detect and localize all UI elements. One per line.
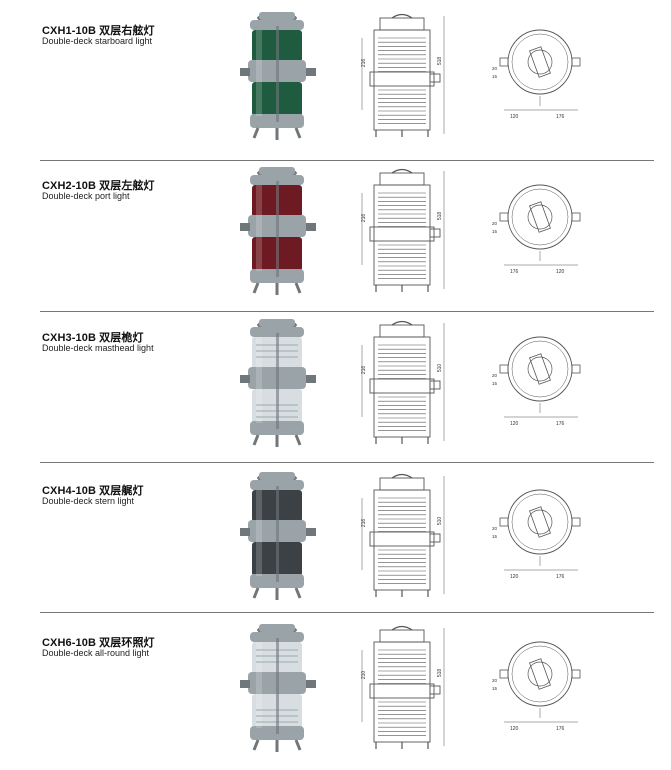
inner-height-label: 216 bbox=[361, 213, 368, 223]
row-divider bbox=[40, 160, 654, 161]
side-elevation-drawing bbox=[361, 473, 445, 597]
plan-small-dimension-b: 15 bbox=[492, 229, 498, 234]
plan-view-drawing bbox=[499, 29, 581, 111]
plan-right-dimension: 176 bbox=[556, 421, 565, 427]
lamp-photo bbox=[240, 624, 316, 752]
inner-height-label: 216 bbox=[361, 365, 368, 375]
product-model-title: CXH4-10B 双层艉灯 bbox=[42, 485, 144, 497]
product-row: CXH2-10B 双层左舷灯 Double-deck port light 21 bbox=[0, 155, 671, 305]
product-row: CXH6-10B 双层环照灯 Double-deck all-round lig… bbox=[0, 612, 671, 762]
total-height-label: 518 bbox=[437, 56, 444, 66]
plan-right-dimension: 176 bbox=[556, 726, 565, 732]
side-elevation-drawing bbox=[361, 625, 445, 749]
plan-left-dimension: 120 bbox=[510, 574, 519, 580]
plan-small-dimension-a: 20 bbox=[492, 678, 498, 683]
total-height-label: 510 bbox=[437, 363, 444, 373]
product-row: CXH4-10B 双层艉灯 Double-deck stern light 21 bbox=[0, 460, 671, 610]
plan-view-drawing bbox=[499, 336, 581, 418]
plan-left-dimension: 120 bbox=[510, 421, 519, 427]
plan-small-dimension-b: 15 bbox=[492, 534, 498, 539]
plan-small-dimension-b: 15 bbox=[492, 74, 498, 79]
row-divider bbox=[40, 311, 654, 312]
total-height-label: 518 bbox=[437, 211, 444, 221]
inner-height-label: 210 bbox=[361, 670, 368, 680]
side-elevation-drawing bbox=[361, 320, 445, 444]
side-elevation-drawing bbox=[361, 168, 445, 292]
lamp-photo bbox=[240, 319, 316, 447]
plan-left-dimension: 176 bbox=[510, 269, 519, 275]
plan-small-dimension-a: 20 bbox=[492, 221, 498, 226]
product-model-title: CXH3-10B 双层桅灯 bbox=[42, 332, 144, 344]
product-model-title: CXH6-10B 双层环照灯 bbox=[42, 637, 155, 649]
plan-view-drawing bbox=[499, 184, 581, 266]
plan-small-dimension-b: 15 bbox=[492, 381, 498, 386]
product-english-name: Double-deck all-round light bbox=[42, 648, 150, 658]
inner-height-label: 216 bbox=[361, 58, 368, 68]
plan-view-drawing bbox=[499, 641, 581, 723]
product-row: CXH3-10B 双层桅灯 Double-deck masthead light bbox=[0, 307, 671, 457]
plan-small-dimension-a: 20 bbox=[492, 373, 498, 378]
plan-left-dimension: 120 bbox=[510, 726, 519, 732]
row-divider bbox=[40, 612, 654, 613]
plan-right-dimension: 176 bbox=[556, 574, 565, 580]
lamp-photo bbox=[240, 472, 316, 600]
product-english-name: Double-deck stern light bbox=[42, 496, 135, 506]
product-english-name: Double-deck port light bbox=[42, 191, 130, 201]
plan-right-dimension: 176 bbox=[556, 114, 565, 120]
product-model-title: CXH1-10B 双层右舷灯 bbox=[42, 25, 155, 37]
plan-small-dimension-b: 15 bbox=[492, 686, 498, 691]
row-divider bbox=[40, 462, 654, 463]
plan-small-dimension-a: 20 bbox=[492, 526, 498, 531]
plan-right-dimension: 120 bbox=[556, 269, 565, 275]
total-height-label: 518 bbox=[437, 668, 444, 678]
product-model-title: CXH2-10B 双层左舷灯 bbox=[42, 180, 155, 192]
plan-small-dimension-a: 20 bbox=[492, 66, 498, 71]
product-english-name: Double-deck masthead light bbox=[42, 343, 154, 353]
lamp-photo bbox=[240, 12, 316, 140]
total-height-label: 510 bbox=[437, 516, 444, 526]
plan-view-drawing bbox=[499, 489, 581, 571]
inner-height-label: 216 bbox=[361, 518, 368, 528]
lamp-photo bbox=[240, 167, 316, 295]
plan-left-dimension: 120 bbox=[510, 114, 519, 120]
side-elevation-drawing bbox=[361, 13, 445, 137]
product-english-name: Double-deck starboard light bbox=[42, 36, 153, 46]
product-row: CXH1-10B 双层右舷灯 Double-deck starboard lig… bbox=[0, 0, 671, 150]
